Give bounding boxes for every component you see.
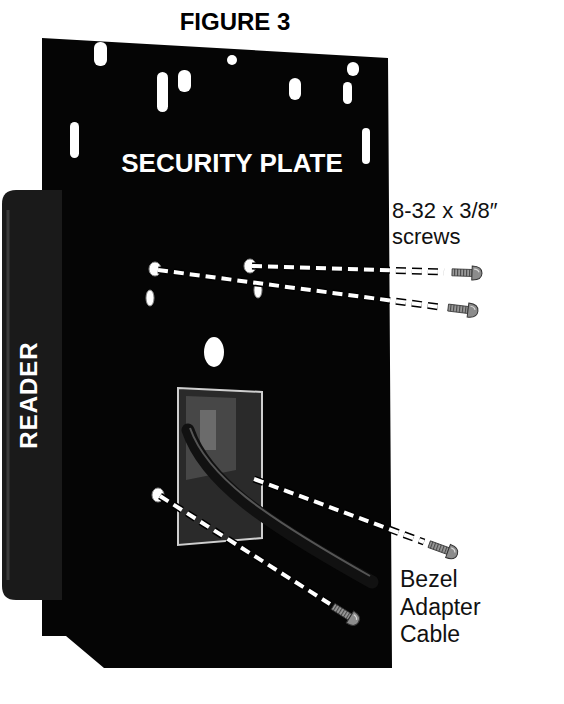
cable-callout: Bezel Adapter Cable (400, 566, 525, 649)
figure-title: FIGURE 3 (0, 8, 470, 36)
security-plate-shape (42, 38, 392, 668)
reader-label: READER (15, 341, 43, 448)
reader-housing-shape (2, 190, 62, 600)
screw-callout: 8-32 x 3/8″ screws (392, 198, 542, 250)
plate-label: SECURITY PLATE (112, 148, 352, 180)
reader-edge-highlight (7, 210, 10, 580)
reader-housing: READER (2, 190, 62, 600)
